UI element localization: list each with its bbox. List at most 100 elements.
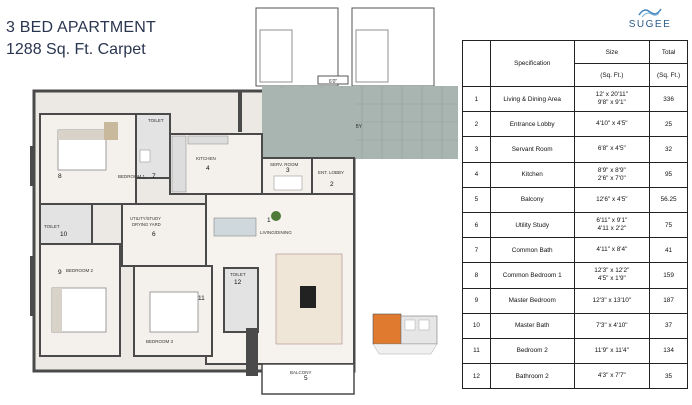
bedroom-2-label: BEDROOM 2	[66, 268, 94, 273]
balcony-label: BALCONY	[290, 370, 312, 375]
row-number: 9	[462, 287, 491, 314]
row-size: 12'6" x 4'5"	[573, 186, 651, 213]
row-size-secondary: 2'6" x 7'0"	[597, 174, 626, 182]
header-total: Total	[649, 40, 688, 64]
kitchen-label: KITCHEN	[196, 156, 216, 161]
room-number: 6	[152, 231, 156, 238]
row-size-primary: 4'3" x 7'7"	[597, 372, 626, 380]
row-size-secondary: 4'11 x 2'2"	[597, 225, 627, 233]
row-total: 25	[649, 111, 688, 138]
row-number: 7	[462, 237, 491, 264]
room-number: 3	[286, 167, 290, 174]
row-size: 4'10" x 4'5"	[573, 111, 651, 138]
row-specification: Master Bath	[489, 312, 575, 339]
room-number: 9	[58, 269, 62, 276]
row-size: 7'3" x 4'10"	[573, 312, 651, 339]
row-size-primary: 12' x 20'11"	[595, 91, 628, 99]
page-title: 3 BED APARTMENT	[6, 19, 156, 36]
floor-plan-drawing: 6'0" LIFT LOBBY TOILET KITCHEN SERV. ROO…	[30, 7, 458, 395]
specification-table: Specification Size Total (Sq. Ft.) (Sq. …	[462, 40, 688, 390]
row-number: 3	[462, 136, 491, 163]
utility-label: UTILITY/STUDY	[130, 216, 161, 221]
row-number: 6	[462, 211, 491, 239]
row-number: 4	[462, 161, 491, 188]
floor-plan: 6'0" LIFT LOBBY TOILET KITCHEN SERV. ROO…	[18, 6, 458, 402]
row-size: 11'9" x 11'4"	[573, 337, 651, 365]
row-size-primary: 12'3" x 12'2"	[594, 267, 630, 275]
header-specification: Specification	[489, 40, 575, 87]
row-total: 134	[649, 337, 688, 365]
row-specification: Servant Room	[489, 136, 575, 163]
ent-lobby-label: ENT. LOBBY	[318, 170, 344, 175]
row-specification: Bathroom 2	[489, 363, 575, 390]
table-header-units-row: (Sq. Ft.) (Sq. Ft.)	[463, 63, 688, 87]
room-number: 4	[206, 165, 210, 172]
row-size-primary: 8'9" x 8'9"	[597, 166, 626, 174]
row-size: 12' x 20'11"9'8" x 9'1"	[573, 85, 651, 113]
wave-logo-icon	[638, 8, 662, 18]
row-size-primary: 11'9" x 11'4"	[594, 346, 629, 354]
row-size: 4'3" x 7'7"	[573, 363, 651, 390]
toilet-left-label: TOILET	[44, 224, 60, 229]
room-number: 7	[152, 173, 156, 180]
header-size-unit: (Sq. Ft.)	[573, 63, 651, 87]
row-size-secondary: 4'5" x 1'9"	[597, 275, 626, 283]
serv-room-label: SERV. ROOM	[270, 162, 299, 167]
room-number: 12	[234, 279, 242, 286]
header-size: Size	[573, 40, 651, 64]
page-subtitle: 1288 Sq. Ft. Carpet	[6, 41, 146, 58]
row-total: 35	[649, 363, 688, 390]
bedroom-1-label: BEDROOM 1	[118, 174, 146, 179]
row-total: 95	[649, 161, 688, 188]
key-plan-thumbnail	[365, 308, 443, 363]
row-size-primary: 6'11" x 9'1"	[596, 217, 628, 225]
row-total: 41	[649, 237, 688, 264]
row-number: 2	[462, 111, 491, 138]
row-size-secondary: 9'8" x 9'1"	[597, 99, 626, 107]
row-specification: Master Bedroom	[489, 287, 575, 314]
row-specification: Common Bath	[489, 237, 575, 264]
row-specification: Common Bedroom 1	[489, 262, 575, 289]
row-specification: Utility Study	[489, 211, 575, 239]
row-specification: Balcony	[489, 186, 575, 213]
drying-yard-label: DRYING YARD	[132, 222, 161, 227]
row-size: 6'11" x 9'1"4'11 x 2'2"	[573, 211, 651, 239]
row-number: 1	[462, 85, 491, 113]
row-size: 6'8" x 4'5"	[573, 136, 651, 163]
row-total: 336	[649, 85, 688, 113]
header-total-unit: (Sq. Ft.)	[649, 63, 688, 87]
room-number: 2	[330, 181, 334, 188]
row-specification: Entrance Lobby	[489, 111, 575, 138]
row-total: 75	[649, 211, 688, 239]
row-size-primary: 7'3" x 4'10"	[596, 321, 628, 329]
room-number: 1	[267, 217, 271, 224]
row-size-primary: 6'8" x 4'5"	[597, 145, 626, 153]
row-total: 187	[649, 287, 688, 314]
row-size: 8'9" x 8'9"2'6" x 7'0"	[573, 161, 651, 188]
toilet-mid-label: TOILET	[230, 272, 246, 277]
key-plan-drawing	[372, 313, 438, 355]
row-number: 5	[462, 186, 491, 213]
row-size: 12'3" x 13'10"	[573, 287, 651, 314]
room-numbers: 1 2 3 4 5 6 7 8 9 10 11 12	[58, 165, 334, 382]
dining-table-icon	[213, 217, 257, 237]
row-specification: Living & Dining Area	[489, 85, 575, 113]
row-specification: Bedroom 2	[489, 337, 575, 365]
row-total: 56.25	[649, 186, 688, 213]
row-size-primary: 12'3" x 13'10"	[592, 296, 632, 304]
dimension-label: 6'0"	[329, 79, 338, 85]
plant-icon	[271, 211, 281, 221]
row-number: 11	[462, 337, 491, 365]
row-size: 4'11" x 8'4"	[573, 237, 651, 264]
row-total: 32	[649, 136, 688, 163]
